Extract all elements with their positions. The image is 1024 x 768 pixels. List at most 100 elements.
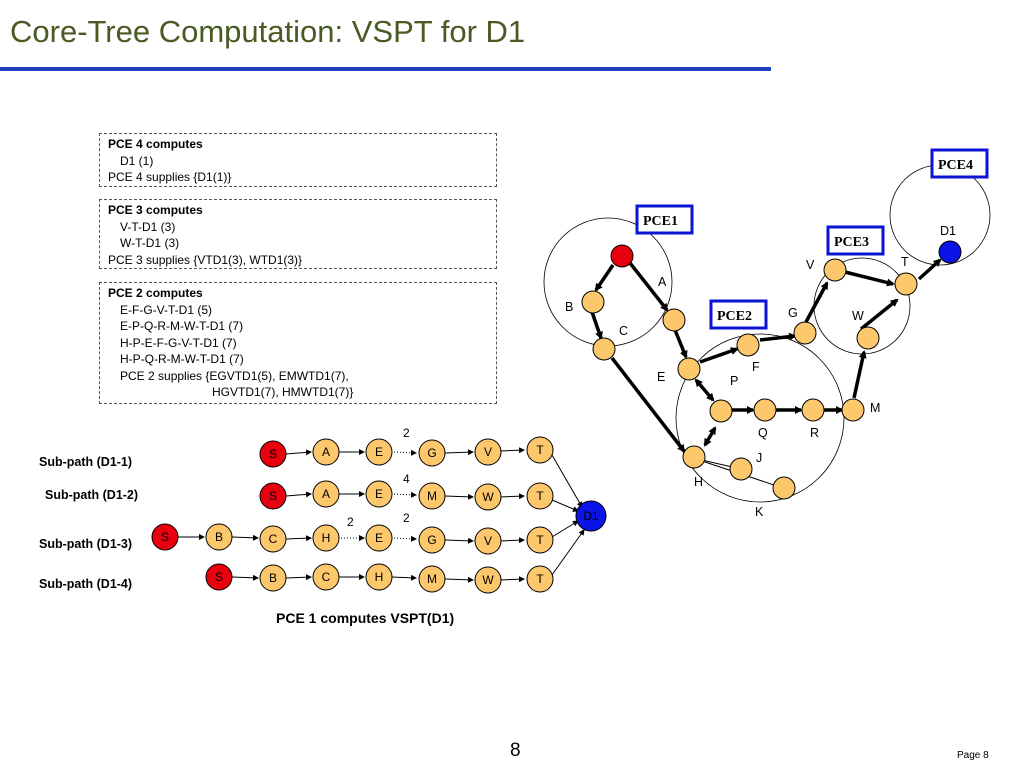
svg-text:S: S — [215, 570, 223, 584]
arrow-link — [852, 350, 867, 399]
pce4-info-box: PCE 4 computes D1 (1) PCE 4 supplies {D1… — [99, 133, 497, 187]
network-arrows — [590, 258, 942, 453]
pce2-label: PCE2 — [717, 309, 752, 324]
svg-text:G: G — [427, 533, 436, 547]
svg-text:S: S — [269, 489, 277, 503]
pce3-box-footer: PCE 3 supplies {VTD1(3), WTD1(3)} — [108, 252, 303, 267]
svg-text:S: S — [269, 447, 277, 461]
svg-text:E: E — [375, 531, 383, 545]
svg-text:2: 2 — [403, 511, 410, 525]
label-m: M — [870, 401, 880, 415]
svg-text:W: W — [482, 573, 494, 587]
pce3-box — [826, 225, 885, 256]
slide-number: 8 — [510, 740, 521, 761]
arrow-link — [673, 329, 688, 359]
subpath-label-3: Sub-path (D1-3) — [39, 537, 133, 551]
subpath-label-1: Sub-path (D1-1) — [39, 455, 133, 469]
svg-text:G: G — [427, 446, 436, 460]
label-p: P — [730, 374, 738, 388]
arrow-link — [703, 426, 717, 447]
arrow-link — [694, 378, 715, 402]
node-d1 — [938, 240, 962, 264]
node-m — [841, 398, 865, 422]
pce2-box-line: H-P-E-F-G-V-T-D1 (7) — [120, 335, 237, 350]
pce4-box-footer: PCE 4 supplies {D1(1)} — [108, 170, 232, 184]
pce2-box-line: H-P-Q-R-M-W-T-D1 (7) — [120, 352, 244, 366]
label-k: K — [755, 505, 764, 519]
label-c: C — [619, 324, 628, 338]
svg-text:2: 2 — [403, 426, 410, 440]
node-q — [753, 398, 777, 422]
pce1-label: PCE1 — [643, 214, 678, 229]
svg-text:H: H — [322, 531, 331, 545]
svg-text:T: T — [536, 489, 544, 503]
svg-text:H: H — [375, 570, 384, 584]
label-e: E — [657, 370, 665, 384]
label-f: F — [752, 360, 760, 374]
pce2-info-box: PCE 2 computes E-F-G-V-T-D1 (5) E-P-Q-R-… — [99, 282, 497, 404]
svg-text:T: T — [536, 443, 544, 457]
svg-text:V: V — [484, 534, 492, 548]
label-j: J — [756, 451, 762, 465]
pce3-info-box: PCE 3 computes V-T-D1 (3) W-T-D1 (3) PCE… — [99, 199, 497, 269]
node-g — [793, 321, 817, 345]
arrow-link — [859, 298, 899, 331]
diagram-caption: PCE 1 computes VSPT(D1) — [276, 610, 455, 626]
node-f — [736, 333, 760, 357]
node-source-red — [610, 244, 634, 268]
node-v — [823, 258, 847, 282]
node-h — [682, 445, 706, 469]
pce2-box-footer: PCE 2 supplies {EGVTD1(5), EMWTD1(7), — [120, 368, 349, 383]
pce4-box-line: D1 (1) — [120, 153, 154, 168]
node-t — [894, 272, 918, 296]
network-node-labels: A B C E F G P Q R M H J K V W T D1 — [565, 224, 956, 519]
tree-nodes — [151, 436, 607, 594]
arrow-link — [594, 264, 615, 292]
arrow-link — [590, 311, 603, 340]
pce3-label: PCE3 — [834, 235, 869, 250]
label-h: H — [694, 475, 703, 489]
node-e — [677, 357, 701, 381]
pce2-box-footer-cont: HGVTD1(7), HMWTD1(7)} — [212, 385, 354, 399]
slide-title: Core-Tree Computation: VSPT for D1 — [10, 14, 526, 49]
label-w: W — [852, 309, 864, 323]
pce1-box — [635, 204, 694, 235]
svg-text:B: B — [215, 530, 223, 544]
svg-text:A: A — [322, 487, 330, 501]
label-t: T — [901, 255, 909, 269]
svg-text:D1: D1 — [583, 509, 599, 523]
svg-text:S: S — [161, 530, 169, 544]
node-r — [801, 398, 825, 422]
pce-label-boxes: PCE1 PCE2 PCE3 PCE4 — [635, 148, 989, 330]
node-a — [662, 308, 686, 332]
pce4-label: PCE4 — [938, 158, 973, 173]
arrow-link — [610, 356, 686, 453]
label-g: G — [788, 306, 798, 320]
pce2-box-line: E-F-G-V-T-D1 (5) — [120, 302, 212, 317]
pce2-box-line: E-P-Q-R-M-W-T-D1 (7) — [120, 319, 244, 333]
arrow-link — [844, 270, 895, 287]
svg-text:M: M — [427, 572, 437, 586]
svg-text:B: B — [269, 571, 277, 585]
svg-text:2: 2 — [347, 515, 354, 529]
label-r: R — [810, 426, 819, 440]
label-q: Q — [758, 426, 768, 440]
label-v: V — [806, 258, 815, 272]
svg-text:A: A — [322, 445, 330, 459]
node-k — [772, 476, 796, 500]
pce4-box — [930, 148, 989, 179]
svg-text:4: 4 — [403, 472, 410, 486]
svg-text:T: T — [536, 533, 544, 547]
label-a: A — [658, 275, 667, 289]
node-j — [729, 457, 753, 481]
tree-arrows — [178, 447, 585, 583]
label-b: B — [565, 300, 573, 314]
page-label: Page 8 — [957, 750, 989, 761]
arrow-link — [804, 281, 829, 323]
node-w — [856, 326, 880, 350]
subpath-label-4: Sub-path (D1-4) — [39, 577, 133, 591]
node-p — [709, 399, 733, 423]
arrow-link — [699, 347, 739, 364]
svg-text:M: M — [427, 489, 437, 503]
